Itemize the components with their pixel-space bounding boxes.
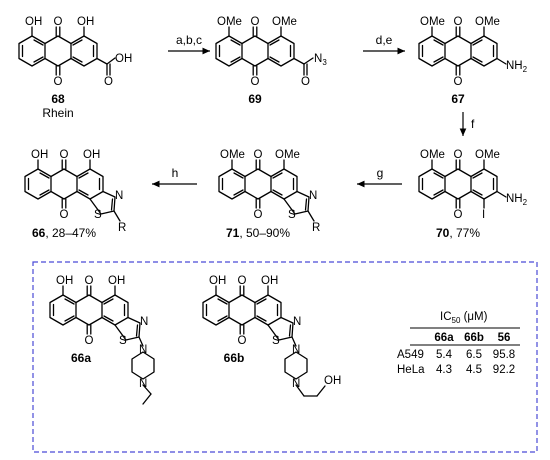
carbonyl-o-top: O (54, 16, 63, 28)
r-group-label: R (118, 222, 126, 234)
carbonyl-o-bottom: O (238, 335, 247, 347)
table-header-56: 56 (498, 332, 511, 344)
compound-66-caption: 66, 28–47% (32, 226, 96, 240)
acid-oh-label: OH (115, 53, 132, 65)
carbonyl-o-top: O (238, 275, 247, 287)
ome-label-left: OMe (217, 16, 242, 28)
amine-label: NH2 (506, 60, 528, 74)
step-label-de: d,e (376, 33, 393, 47)
table-cell: 4.5 (466, 364, 482, 376)
table-cell: 4.3 (436, 364, 452, 376)
oh-label-right: OH (83, 149, 100, 161)
ic50-table: IC50 (μM) 66a 66b 56 A549 5.4 6.5 95.8 H… (397, 311, 520, 376)
carbonyl-o-top: O (254, 149, 263, 161)
table-cell: 6.5 (466, 349, 482, 361)
ome-label-left: OMe (220, 149, 245, 161)
table-header-66a: 66a (434, 332, 454, 344)
compound-70: OMe O OMe O I NH2 (418, 149, 528, 221)
compound-66: OH O OH O N S R (24, 149, 126, 234)
ome-label-right: OMe (475, 149, 500, 161)
oh-label-left: OH (56, 275, 73, 287)
thiazole-s-label: S (288, 209, 296, 221)
compound-71-caption: 71, 50–90% (226, 226, 290, 240)
ome-label-left: OMe (420, 149, 445, 161)
carbonyl-o-bottom: O (54, 76, 63, 88)
compound-69: OMe O OMe O O N3 (215, 16, 327, 88)
step-label-h: h (172, 166, 179, 180)
compound-67-number: 67 (451, 92, 465, 106)
carbonyl-o-bottom: O (251, 76, 260, 88)
amine-label: NH2 (506, 193, 528, 207)
carbonyl-o-bottom: O (60, 209, 69, 221)
azide-label: N3 (314, 53, 327, 67)
ome-label-left: OMe (420, 16, 445, 28)
step-label-abc: a,b,c (176, 33, 202, 47)
step-label-g: g (377, 166, 384, 180)
thiazole-n-label: N (293, 316, 301, 328)
oh-label-right: OH (261, 275, 278, 287)
table-cell: 92.2 (493, 364, 515, 376)
compound-68-name: Rhein (42, 106, 73, 120)
step-label-f: f (471, 117, 475, 131)
carbonyl-o-top: O (454, 16, 463, 28)
piperazine-n1-label: N (139, 344, 147, 356)
table-row-hela-label: HeLa (397, 364, 425, 376)
compound-66b-number: 66b (224, 351, 245, 365)
thiazole-s-label: S (272, 335, 280, 347)
compound-68: OH O OH O OH O (18, 16, 132, 88)
compound-70-caption: 70, 77% (436, 226, 480, 240)
thiazole-n-label: N (140, 316, 148, 328)
compound-66a-number: 66a (71, 351, 91, 365)
ome-label-right: OMe (475, 16, 500, 28)
carbonyl-o-top: O (454, 149, 463, 161)
compound-68-number: 68 (51, 92, 65, 106)
thiazole-s-label: S (119, 335, 127, 347)
r-group-label: R (312, 222, 320, 234)
acyl-o-label: O (301, 76, 310, 88)
hydroxy-label: OH (324, 375, 341, 387)
piperazine-n4-label: N (292, 378, 300, 390)
iodo-label: I (482, 209, 485, 221)
table-row-a549-label: A549 (397, 349, 424, 361)
table-cell: 5.4 (436, 349, 453, 361)
piperazine-n1-label: N (292, 344, 300, 356)
thiazole-n-label: N (309, 190, 317, 202)
carbonyl-o-top: O (60, 149, 69, 161)
acid-o-label: O (104, 76, 113, 88)
examples-frame (32, 261, 538, 453)
oh-label-right: OH (108, 275, 125, 287)
ome-label-right: OMe (275, 149, 300, 161)
carbonyl-o-bottom: O (454, 76, 463, 88)
table-cell: 95.8 (493, 349, 515, 361)
compound-66b: OH O OH O N S N N OH (202, 275, 341, 397)
carbonyl-o-bottom: O (85, 335, 94, 347)
carbonyl-o-top: O (251, 16, 260, 28)
carbonyl-o-top: O (85, 275, 94, 287)
compound-66a: OH O OH O N S N N (49, 275, 155, 405)
thiazole-s-label: S (94, 209, 102, 221)
carbonyl-o-bottom: O (254, 209, 263, 221)
ic50-title: IC50 (μM) (440, 311, 488, 325)
oh-label-left: OH (209, 275, 226, 287)
oh-label-left: OH (25, 16, 42, 28)
piperazine-n4-label: N (139, 378, 147, 390)
compound-67: OMe O OMe O NH2 (418, 16, 528, 88)
oh-label-left: OH (31, 149, 48, 161)
table-header-66b: 66b (464, 332, 484, 344)
thiazole-n-label: N (115, 190, 123, 202)
carbonyl-o-bottom: O (454, 209, 463, 221)
oh-label-right: OH (77, 16, 94, 28)
compound-69-number: 69 (248, 92, 262, 106)
ome-label-right: OMe (272, 16, 297, 28)
compound-71: OMe O OMe O N S R (218, 149, 320, 234)
